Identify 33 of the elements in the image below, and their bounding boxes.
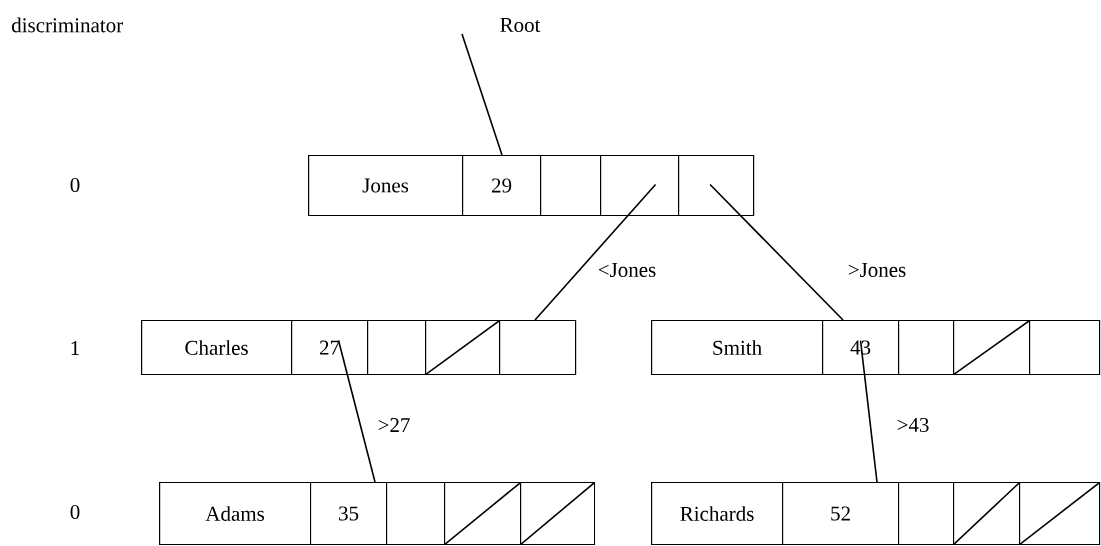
pointer-cell — [540, 155, 602, 217]
null-pointer-cell — [953, 320, 1031, 376]
edge-label: >Jones — [848, 263, 906, 277]
pointer-cell — [600, 155, 680, 217]
record-cell: Charles — [141, 320, 293, 376]
record-cell: 27 — [291, 320, 369, 376]
record-cell: 29 — [462, 155, 542, 217]
edge-label: >27 — [378, 418, 410, 432]
level-number: 0 — [70, 177, 80, 193]
level-number: 1 — [71, 341, 79, 355]
record-cell: Adams — [159, 482, 312, 546]
null-pointer-cell — [444, 482, 522, 546]
level-number: 0 — [70, 504, 80, 520]
edge-label: >43 — [897, 417, 929, 433]
null-pointer-cell — [953, 482, 1021, 546]
axis-title: discriminator — [11, 17, 123, 33]
record-cell: 35 — [310, 482, 388, 546]
pointer-cell — [1029, 320, 1101, 376]
null-pointer-cell — [520, 482, 596, 546]
null-pointer-cell — [425, 320, 501, 376]
pointer-cell — [898, 482, 955, 546]
pointer-cell — [898, 320, 955, 376]
record-cell: Smith — [651, 320, 824, 376]
pointer-cell — [499, 320, 577, 376]
record-cell: 52 — [782, 482, 900, 546]
null-pointer-cell — [1019, 482, 1101, 546]
pointer-cell — [678, 155, 755, 217]
record-cell: Jones — [308, 155, 464, 217]
edge-label: <Jones — [598, 263, 656, 277]
pointer-cell — [386, 482, 446, 546]
pointer-cell — [367, 320, 427, 376]
root-label: Root — [500, 18, 541, 32]
record-cell: Richards — [651, 482, 784, 546]
